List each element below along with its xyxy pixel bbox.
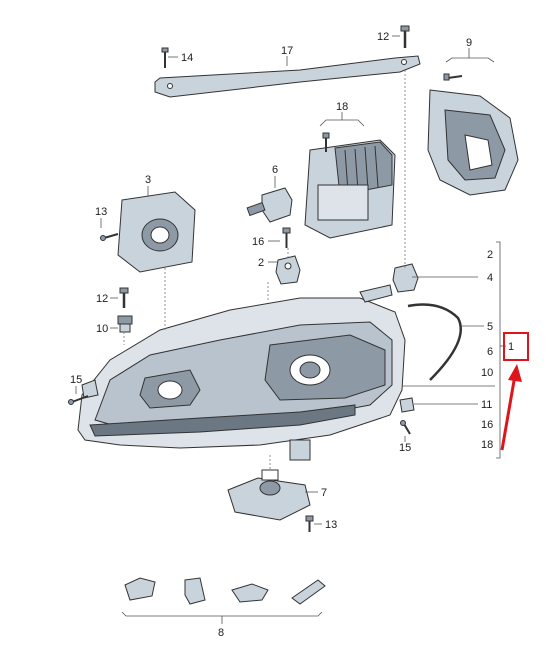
part-10-adjuster[interactable] xyxy=(117,315,133,333)
part-18-control-module[interactable] xyxy=(304,139,396,239)
red-arrow-icon xyxy=(500,364,522,451)
part-13-screw-bottom[interactable] xyxy=(305,515,314,532)
label-1[interactable]: 1 xyxy=(508,341,514,353)
label-8[interactable]: 8 xyxy=(218,627,224,639)
part-1-headlight-assembly[interactable] xyxy=(77,284,406,461)
label-13-bottom[interactable]: 13 xyxy=(325,519,337,531)
label-3[interactable]: 3 xyxy=(145,174,151,186)
part-13-screw-left[interactable] xyxy=(100,233,119,241)
label-18-top[interactable]: 18 xyxy=(336,101,348,113)
label-18-right[interactable]: 18 xyxy=(481,439,493,451)
part-11-clip[interactable] xyxy=(399,397,415,413)
part-18-screw[interactable] xyxy=(322,132,330,152)
part-9-housing-cover[interactable] xyxy=(427,89,519,196)
label-16-left[interactable]: 16 xyxy=(252,236,264,248)
part-9-screw[interactable] xyxy=(443,73,463,81)
part-15-screw-right[interactable] xyxy=(400,420,411,435)
label-4[interactable]: 4 xyxy=(487,272,493,284)
part-16-screw[interactable] xyxy=(282,227,291,248)
label-10-left[interactable]: 10 xyxy=(96,323,108,335)
part-4-bracket[interactable] xyxy=(392,263,419,293)
label-12-top[interactable]: 12 xyxy=(377,31,389,43)
label-9[interactable]: 9 xyxy=(466,37,472,49)
part-5-cable[interactable] xyxy=(407,303,463,381)
label-14[interactable]: 14 xyxy=(181,52,193,64)
label-2-right[interactable]: 2 xyxy=(487,249,493,261)
part-17-mounting-bar[interactable] xyxy=(154,55,421,98)
part-12-screw-left[interactable] xyxy=(119,287,129,308)
guide-lines xyxy=(123,70,406,470)
label-2-left[interactable]: 2 xyxy=(258,257,264,269)
part-14-screw[interactable] xyxy=(161,47,169,68)
label-6-top[interactable]: 6 xyxy=(272,164,278,176)
label-17[interactable]: 17 xyxy=(281,45,293,57)
leader-lines xyxy=(75,35,506,624)
label-10-right[interactable]: 10 xyxy=(481,367,493,379)
part-7-ballast-lower[interactable] xyxy=(227,469,311,521)
label-6-right[interactable]: 6 xyxy=(487,346,493,358)
part-15-screw-left[interactable] xyxy=(68,395,89,405)
part-3-ballast[interactable] xyxy=(117,191,196,273)
label-15-right[interactable]: 15 xyxy=(399,442,411,454)
part-8-clip-set[interactable] xyxy=(124,577,326,605)
part-2-clip[interactable] xyxy=(275,255,301,285)
part-6-bulb[interactable] xyxy=(246,187,293,223)
label-5[interactable]: 5 xyxy=(487,321,493,333)
part-12-screw-top[interactable] xyxy=(400,25,410,48)
label-7[interactable]: 7 xyxy=(321,487,327,499)
label-13-left[interactable]: 13 xyxy=(95,206,107,218)
label-16-right[interactable]: 16 xyxy=(481,419,493,431)
highlight-part-1[interactable]: 1 xyxy=(503,332,529,361)
part-labels: 14 17 12 9 18 6 3 13 16 2 12 10 15 2 4 5… xyxy=(70,31,493,639)
label-15-left[interactable]: 15 xyxy=(70,374,82,386)
label-12-left[interactable]: 12 xyxy=(96,293,108,305)
label-11[interactable]: 11 xyxy=(481,399,492,411)
